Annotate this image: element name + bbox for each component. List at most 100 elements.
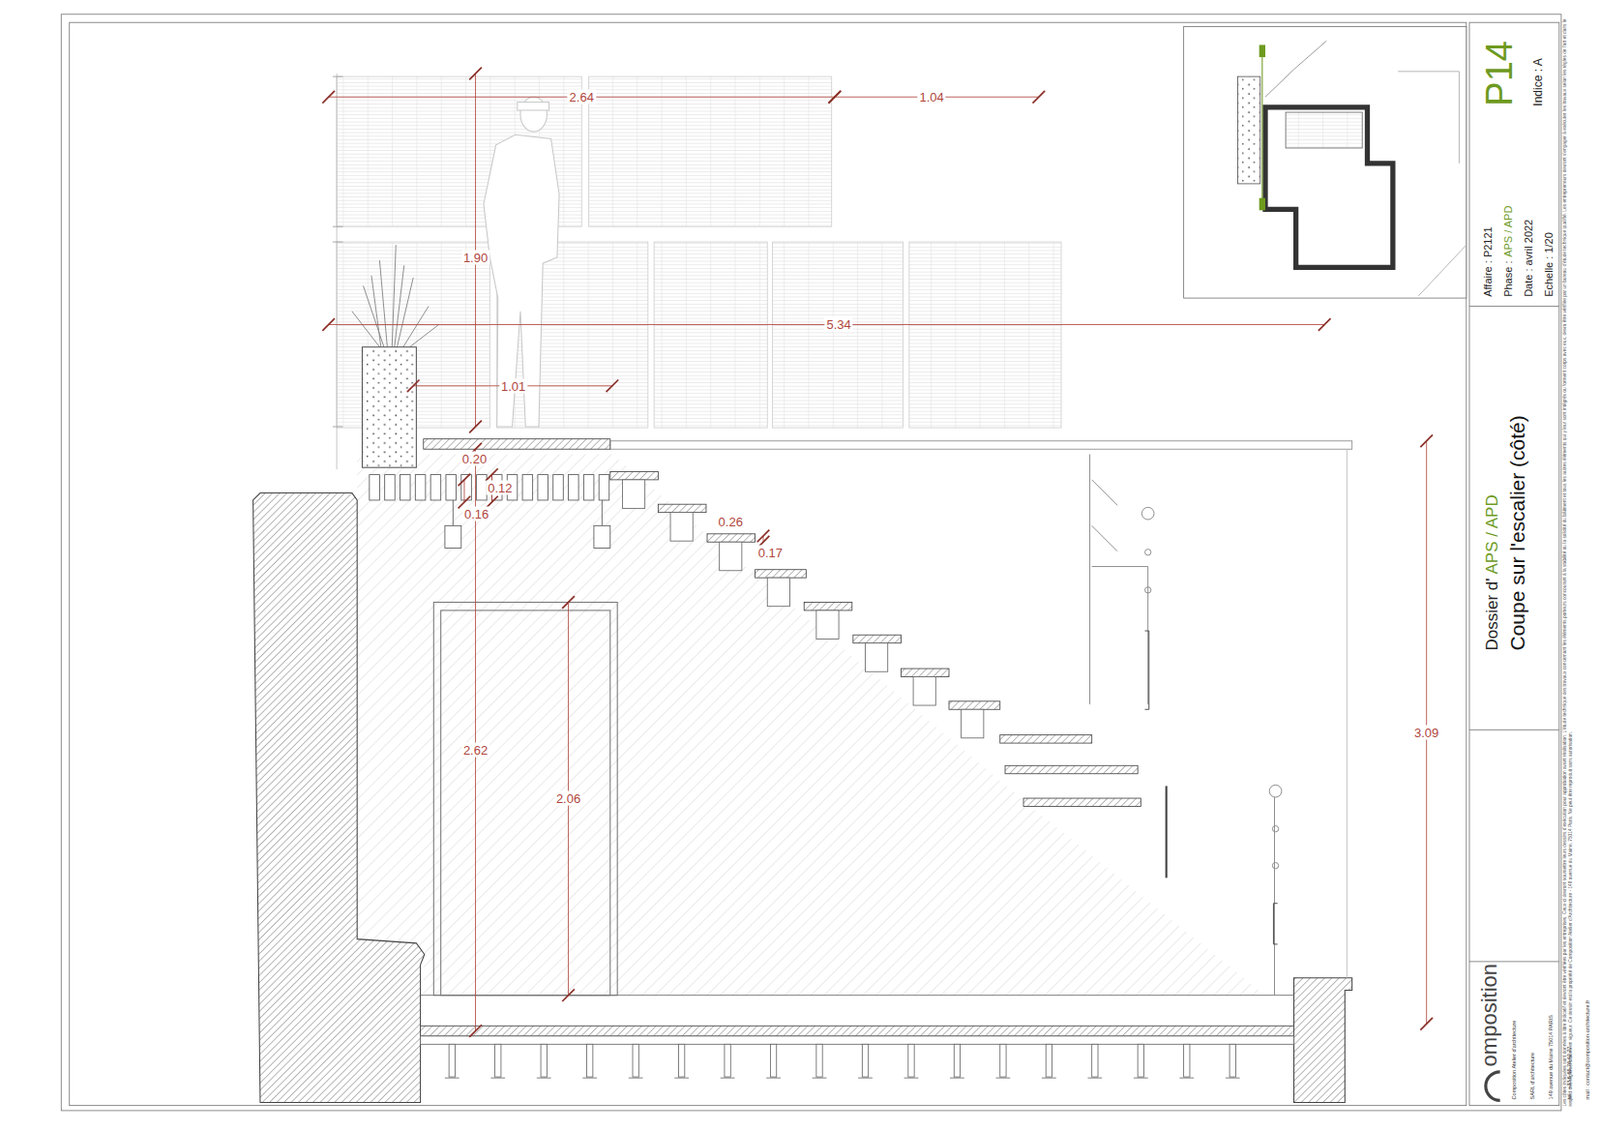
structure <box>610 441 1353 449</box>
deck-joist <box>445 474 457 501</box>
sheet-frame <box>60 14 1562 1111</box>
joist-flange <box>904 1077 919 1079</box>
stair-tread <box>610 471 659 508</box>
right-fittings <box>1090 453 1282 995</box>
title-text: Composition Atelier d'architecture <box>1511 1020 1517 1100</box>
joist-flange <box>766 1077 781 1079</box>
dimension-label: 2.06 <box>554 790 583 805</box>
text-line: tel : +33 6 65 76 42 22 <box>1560 959 1578 1099</box>
tread <box>755 569 807 578</box>
dimension-label: 1.01 <box>499 378 528 393</box>
joist-flange <box>582 1077 597 1079</box>
tread-bracket <box>719 541 742 571</box>
text-line: Affaire : P2121 <box>1479 196 1497 297</box>
dimension-label: 2.64 <box>567 89 596 105</box>
dimension-line <box>463 479 465 503</box>
joist-flange <box>444 1077 460 1079</box>
legal-note: Les côtes indiquées sont données à titre… <box>1562 18 1585 1106</box>
person-silhouette <box>483 134 560 427</box>
text-line: Indice : A <box>1529 27 1547 107</box>
joist-flange <box>674 1077 689 1079</box>
deck-joist <box>537 474 549 501</box>
sheet-frame <box>1469 960 1560 962</box>
key-plan <box>1238 76 1261 184</box>
text-line: P14 <box>1479 27 1522 107</box>
title-text: Coupe sur l'escalier (côté) <box>1506 414 1529 651</box>
deck-joist <box>553 474 564 501</box>
joist <box>587 1043 593 1077</box>
dimension-lines <box>322 67 1433 1038</box>
right-fittings <box>1092 525 1118 551</box>
key-plan <box>1184 26 1467 298</box>
title-text: Indice : A <box>1531 59 1545 107</box>
right-fittings <box>1272 826 1278 832</box>
title-text: SARL d'architecture <box>1529 1052 1536 1100</box>
joist-flange <box>1225 1077 1241 1079</box>
right-fittings <box>1092 479 1118 505</box>
dimension-tick <box>469 420 482 434</box>
joist-flange <box>1133 1077 1149 1079</box>
right-fittings <box>1092 565 1149 567</box>
dimension-label: 0.20 <box>460 450 489 466</box>
deck-support <box>444 525 462 548</box>
deck-joists <box>369 474 611 549</box>
title-text: Echelle : 1/20 <box>1542 233 1555 298</box>
planter <box>361 347 416 468</box>
joist <box>678 1043 684 1077</box>
title-text: omposition <box>1477 963 1502 1067</box>
joist-flange <box>858 1077 873 1079</box>
door <box>433 601 618 995</box>
key-plan <box>1259 198 1266 211</box>
joist <box>770 1043 776 1077</box>
railing-panels <box>336 73 338 470</box>
railing-panels <box>332 76 344 78</box>
drawing-part <box>400 306 430 353</box>
text-line: SARL d'architecture <box>1523 959 1541 1099</box>
stair-tread <box>853 634 902 672</box>
stair-tread <box>1023 798 1141 806</box>
person-silhouette <box>483 96 560 427</box>
text-line: 149 avenue du Maine 75014 PARIS <box>1541 959 1560 1099</box>
deck-joist <box>430 474 442 501</box>
railing-panels <box>772 241 904 428</box>
stair-treads <box>610 471 1142 806</box>
text-line: Phase :APS / APD <box>1499 196 1517 297</box>
key-plan <box>1285 112 1363 149</box>
tread <box>948 701 1001 710</box>
right-fittings <box>1272 862 1278 869</box>
dimension-tick <box>322 90 335 104</box>
deck-support <box>452 500 454 526</box>
tread-bracket <box>913 677 936 707</box>
dimension-tick <box>1318 318 1332 331</box>
key-plan <box>1265 107 1393 268</box>
joist-flange <box>1179 1077 1194 1079</box>
joist <box>953 1043 960 1077</box>
joist <box>1229 1043 1236 1077</box>
dimension-tick <box>458 474 472 487</box>
title-text: tel : +33 6 65 76 42 22 <box>1566 1045 1572 1099</box>
railing-panels <box>332 426 344 428</box>
right-fittings <box>1141 506 1155 520</box>
joist <box>1000 1043 1007 1077</box>
railing-panels <box>332 73 1062 470</box>
dimension-tick <box>562 988 575 1002</box>
logo-mark <box>1485 1071 1501 1101</box>
tread <box>707 533 756 542</box>
tread <box>657 503 707 512</box>
text-line: Dossier d'APS / APD <box>1482 312 1503 651</box>
text-line: omposition <box>1477 959 1502 1099</box>
dimension-label: 5.34 <box>824 317 853 332</box>
drawing-part <box>371 275 383 353</box>
tread <box>1023 798 1141 806</box>
title-text: Phase : <box>1502 261 1514 297</box>
text-line: Coupe sur l'escalier (côté) <box>1506 312 1530 651</box>
title-block-cell: P14 Indice : A <box>1473 24 1555 113</box>
title-text: APS / APD <box>1482 494 1502 574</box>
joist <box>861 1043 868 1077</box>
stair-tread <box>803 601 853 639</box>
dimension-tick <box>606 379 620 392</box>
dimension-label: 2.62 <box>461 742 490 758</box>
rotated-text-column: P14 Indice : A <box>1479 27 1555 107</box>
railing-panels <box>909 241 1062 428</box>
